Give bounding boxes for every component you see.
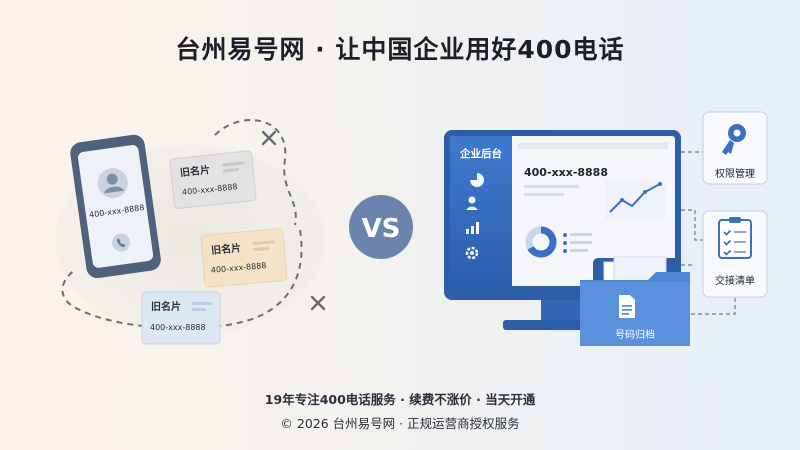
badge-label: 权限管理: [715, 167, 755, 180]
vs-label: VS: [362, 214, 401, 244]
pie-chart-icon: [470, 173, 484, 187]
handover-badge: 交接清单: [702, 210, 768, 298]
bar-chart-icon: [466, 222, 479, 234]
monitor: 企业后台 400-xxx-8888: [444, 130, 681, 330]
business-card: 旧名片 400-xxx-8888: [169, 150, 257, 209]
dashboard-sidebar: [450, 136, 512, 286]
card-label: 旧名片: [211, 241, 242, 257]
x-mark-icon: [261, 130, 277, 146]
settings-icon: [465, 246, 479, 260]
connector-lines: [681, 151, 736, 315]
card-label: 旧名片: [151, 300, 181, 313]
user-icon: [466, 196, 478, 210]
footer-copyright: © 2026 台州易号网 · 正规运营商授权服务: [280, 416, 520, 431]
business-card: 旧名片 400-xxx-8888: [141, 291, 221, 345]
card-label: 旧名片: [179, 163, 210, 179]
card-number: 400-xxx-8888: [150, 323, 206, 332]
folder-label: 号码归档: [615, 328, 655, 341]
badge-label: 交接清单: [715, 274, 755, 287]
key-icon: [722, 124, 746, 155]
archive-folder: 号码归档: [580, 256, 690, 346]
business-card: 旧名片 400-xxx-8888: [200, 228, 288, 288]
checklist-icon: [718, 217, 752, 259]
x-mark-icon: [310, 295, 326, 311]
permission-badge: 权限管理: [702, 111, 768, 185]
mobile-phone: 400-xxx-8888: [70, 134, 161, 279]
line-chart: [605, 180, 665, 220]
old-way-group: 400-xxx-8888 旧名片 400-xxx-8888 旧名片 400-xx…: [55, 119, 326, 345]
call-icon: [112, 233, 131, 252]
vs-badge: VS: [349, 195, 413, 259]
sidebar-title: 企业后台: [459, 147, 502, 160]
donut-chart: [525, 226, 557, 258]
page-title: 台州易号网 · 让中国企业用好400电话: [175, 35, 625, 64]
dashboard-number: 400-xxx-8888: [524, 166, 608, 179]
dashed-path: [61, 119, 303, 330]
monitor-stand: [541, 300, 585, 322]
footer-tagline: 19年专注400电话服务 · 续费不涨价 · 当天开通: [264, 392, 536, 407]
document-icon: [619, 295, 635, 318]
